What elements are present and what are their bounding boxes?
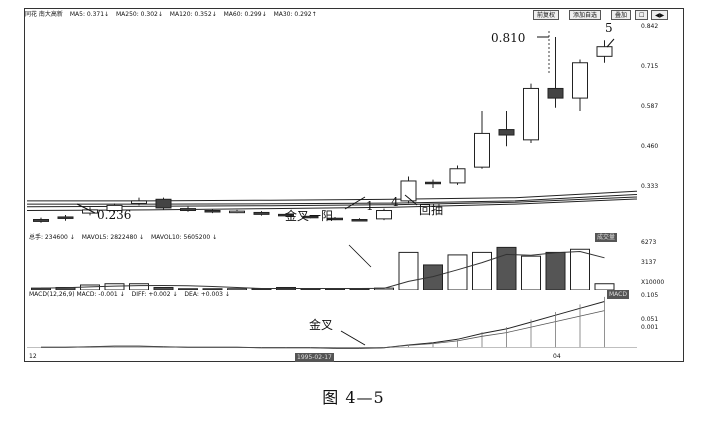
high-price-label: 0.810	[491, 31, 526, 45]
scroll-arrows-icon[interactable]: ◀▶	[651, 10, 669, 20]
diff-value: DIFF: +0.002 ↓	[131, 291, 178, 298]
macd-legend: MACD(12,26,9) MACD: -0.001 ↓ DIFF: +0.00…	[29, 290, 235, 300]
date-axis: 12 1995-02-17 04	[25, 353, 683, 363]
candle-body	[57, 216, 74, 219]
dea-value: DEA: +0.003 ↓	[184, 291, 230, 298]
overlay-button[interactable]: 叠加	[611, 10, 632, 20]
add-watchlist-button[interactable]: 添加自选	[569, 10, 602, 20]
figure-caption: 图 4—5	[322, 388, 385, 407]
macd-value: MACD(12,26,9) MACD: -0.001 ↓	[29, 291, 125, 298]
volume-chart	[31, 246, 615, 291]
candle-body	[523, 87, 539, 141]
mavol-line	[40, 250, 605, 289]
candle-body	[376, 210, 392, 220]
price-tick: 0.587	[641, 103, 659, 110]
volume-tick: 3137	[641, 259, 657, 266]
ma120-value: MA120: 0.352↓	[169, 11, 217, 18]
candle-body	[400, 180, 417, 202]
stock-name: 同花 南大高新	[25, 11, 63, 18]
volume-bar	[447, 254, 468, 291]
point-5-label: 5	[605, 21, 613, 35]
volume-total: 总手: 234600 ↓	[29, 234, 75, 241]
volume-unit: X10000	[641, 279, 665, 286]
volume-tick: 6273	[641, 239, 657, 246]
ma-line	[26, 196, 638, 208]
volume-bar	[521, 255, 541, 291]
candle-body	[498, 129, 515, 136]
date-end: 04	[553, 353, 561, 360]
window-icon[interactable]: ☐	[635, 10, 649, 20]
volume-panel: 总手: 234600 ↓ MAVOL5: 2822480 ↓ MAVOL10: …	[27, 233, 637, 291]
ma-line	[27, 190, 638, 202]
candle-body	[351, 219, 368, 222]
candle-body	[82, 209, 98, 214]
low-price-label: 0.236	[97, 208, 132, 222]
volume-legend: 总手: 234600 ↓ MAVOL5: 2822480 ↓ MAVOL10: …	[29, 233, 222, 243]
volume-axis: 6273 3137 X10000	[637, 233, 683, 290]
ma250-value: MA250: 0.302↓	[116, 11, 163, 18]
candle-body	[547, 87, 564, 99]
volume-bar	[545, 251, 566, 291]
price-axis: 0.842 0.715 0.587 0.460 0.333	[637, 21, 683, 233]
pullback-label: 回抽	[419, 203, 444, 217]
macd-tag: MACD	[607, 290, 629, 299]
date-start: 12	[29, 353, 37, 360]
candle-body	[131, 200, 147, 204]
candle-body	[302, 215, 319, 219]
ma-legend-bar: 同花 南大高新 MA5: 0.371↓ MA250: 0.302↓ MA120:…	[25, 9, 683, 21]
volume-bar	[496, 246, 517, 291]
ma-line	[27, 194, 638, 205]
price-tick: 0.460	[641, 143, 659, 150]
macd-panel: MACD(12,26,9) MACD: -0.001 ↓ DIFF: +0.00…	[27, 290, 637, 353]
candle-body	[229, 210, 245, 214]
price-tick: 0.715	[641, 63, 659, 70]
macd-chart	[27, 296, 637, 349]
candle-body	[449, 168, 466, 184]
dea-line	[41, 310, 605, 349]
volume-tag: 成交量	[595, 233, 618, 242]
chart-frame: 同花 南大高新 MA5: 0.371↓ MA250: 0.302↓ MA120:…	[24, 8, 684, 362]
ma5-value: MA5: 0.371↓	[69, 11, 110, 18]
point-1-label: 1	[366, 199, 374, 213]
candle-body	[425, 181, 441, 185]
point-4-label: 4	[391, 195, 399, 209]
candle-body	[474, 132, 490, 168]
mavol10-value: MAVOL10: 5605200 ↓	[151, 234, 218, 241]
date-cursor: 1995-02-17	[295, 353, 334, 362]
mavol5-value: MAVOL5: 2822480 ↓	[81, 234, 145, 241]
candle-body	[204, 210, 221, 213]
volume-bar	[472, 251, 492, 291]
volume-bar	[570, 248, 590, 291]
candle-body	[572, 62, 588, 99]
macd-tick: 0.051	[641, 316, 659, 323]
golden-cross-yang-label: 金叉一阳	[285, 209, 334, 223]
price-tick: 0.842	[641, 23, 659, 30]
adjust-dropdown-button[interactable]: 前复权	[533, 10, 560, 20]
macd-axis: 0.105 0.051 0.001	[637, 290, 683, 353]
candle-body	[327, 217, 343, 221]
price-panel	[26, 21, 638, 233]
macd-tick: 0.105	[641, 292, 659, 299]
candle-body	[278, 213, 294, 217]
candle-body	[253, 211, 270, 215]
macd-tick: 0.001	[641, 324, 659, 331]
candle-body	[106, 204, 123, 212]
macd-golden-cross-label: 金叉	[309, 318, 334, 332]
candlestick-chart	[26, 37, 638, 223]
volume-bar	[398, 251, 419, 291]
candle-body	[33, 219, 49, 222]
ma60-value: MA60: 0.299↓	[223, 11, 267, 18]
ma30-value: MA30: 0.292↑	[273, 11, 317, 18]
candle-body	[596, 46, 613, 57]
candle-body	[155, 198, 172, 209]
ma-line	[26, 198, 638, 211]
price-tick: 0.333	[641, 183, 659, 190]
candle-body	[180, 208, 196, 212]
